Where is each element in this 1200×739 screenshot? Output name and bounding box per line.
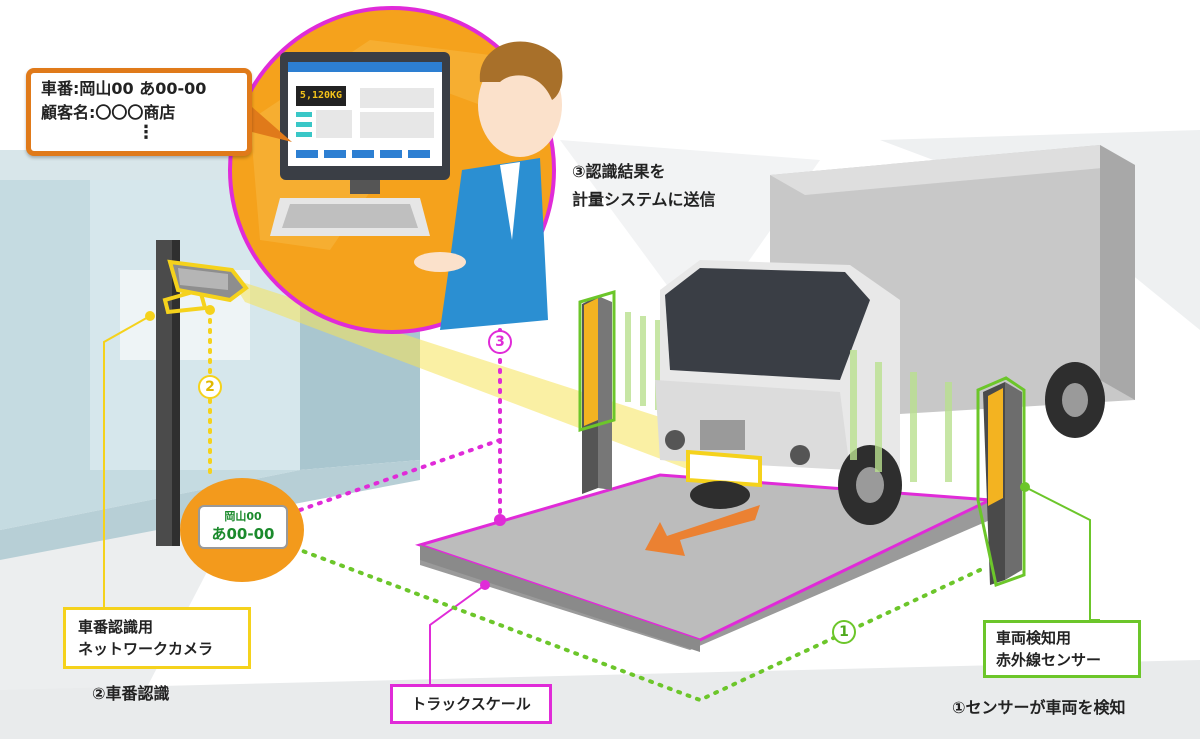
sensor-label-line2: 赤外線センサー [996,651,1102,669]
sensor-label: 車両検知用 赤外線センサー [983,620,1141,678]
sensor-label-line1: 車両検知用 [996,629,1072,647]
info-box-plate: 車番:岡山00 あ00-00 [41,79,207,98]
camera-label: 車番認識用 ネットワークカメラ [63,607,251,669]
marker-1: 1 [832,620,856,644]
scale-label: トラックスケール [390,684,552,724]
info-box-ellipsis: ⋮ [137,122,155,143]
marker-2: 2 [198,375,222,399]
info-box: 車番:岡山00 あ00-00 顧客名:〇〇〇商店 ⋮ [26,68,252,156]
plate-number: あ00-00 [211,525,275,543]
camera-leader-dot [145,311,155,321]
step3-caption-line1: ③認識結果を [572,162,666,181]
camera-label-line1: 車番認識用 [78,618,154,636]
background-shard [560,140,820,330]
left-sensor [578,289,661,494]
weight-display: 5,120KG [299,90,343,101]
camera-label-line2: ネットワークカメラ [78,640,214,658]
operator-scene [228,6,563,334]
step3-caption-line2: 計量システムに送信 [572,190,716,209]
right-sensor [976,376,1026,587]
step2-caption: ②車番認識 [92,684,170,703]
truck [655,145,1135,525]
scale-leader-dot [480,580,490,590]
info-box-customer: 顧客名:〇〇〇商店 [41,103,176,122]
plate-region: 岡山00 [224,510,262,523]
direction-arrow [645,505,760,556]
marker-3: 3 [488,330,512,354]
sensor-waves [850,350,952,482]
step1-dotted-line [298,548,982,703]
info-box-pointer [244,100,292,142]
scale-dot [494,514,506,526]
license-plate: 岡山00 あ00-00 [198,505,288,549]
step3-caption: ③認識結果を 計量システムに送信 [572,158,716,214]
floor [0,660,1200,739]
truck-scale [415,473,996,652]
camera-pole [156,240,249,546]
step1-caption: ①センサーが車両を検知 [952,698,1126,717]
